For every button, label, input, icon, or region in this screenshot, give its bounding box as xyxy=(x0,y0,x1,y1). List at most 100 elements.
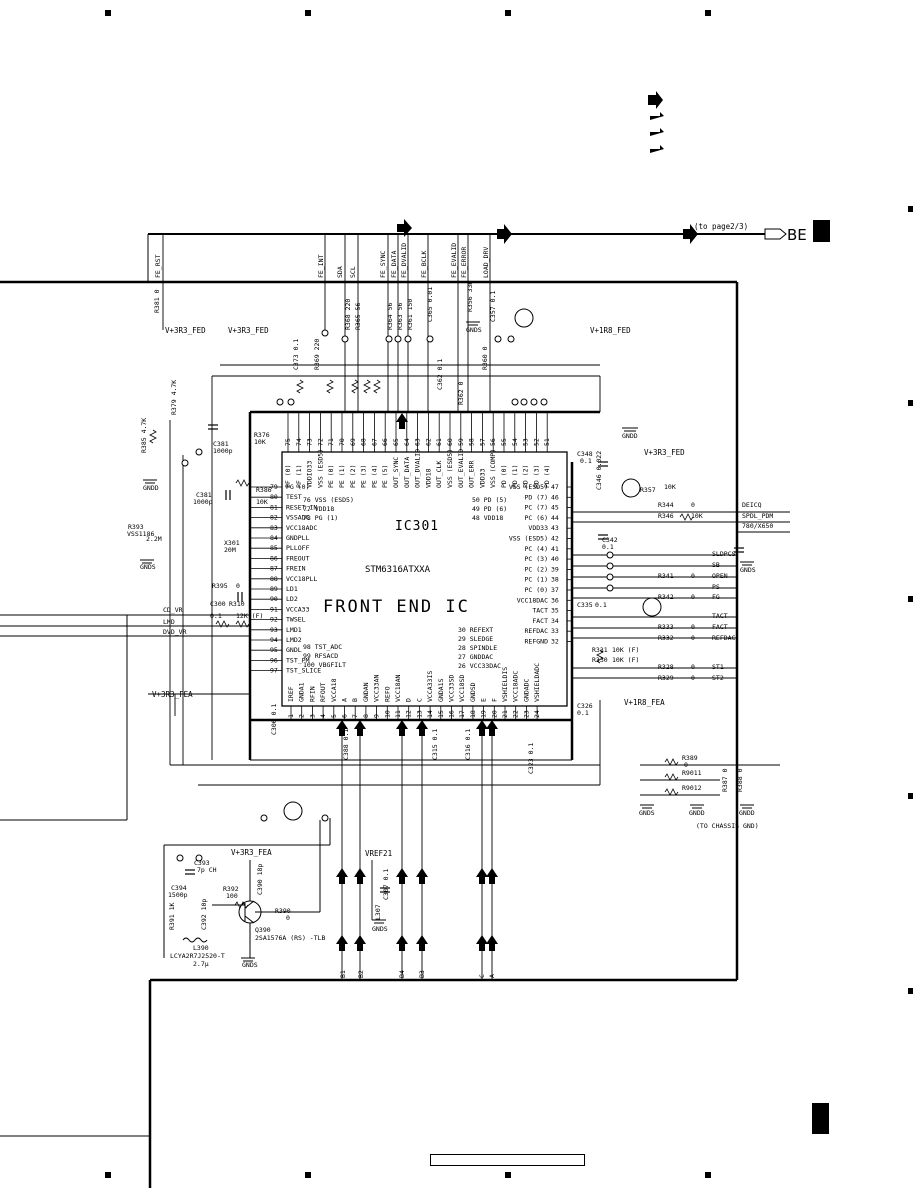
component-label: L307 xyxy=(374,904,382,920)
component-ref: R389 xyxy=(682,754,698,762)
registration-mark xyxy=(705,1172,711,1178)
signal-net: REFDAC xyxy=(712,634,736,642)
left-signal: CD_VR xyxy=(163,606,183,614)
pin-number: 93 xyxy=(270,626,278,634)
pin-label: VCC18AN xyxy=(394,675,402,702)
registration-mark xyxy=(705,10,711,16)
vss-label: VSS1186 xyxy=(127,530,154,538)
component-value: 2.2M xyxy=(146,535,162,543)
pin-number: 97 xyxy=(270,667,278,675)
pin-number: 39 xyxy=(551,565,559,573)
pin-number: 19 xyxy=(480,710,488,718)
schematic-labels: (to page2/3) BE IC301 STM6316ATXXA FRONT… xyxy=(127,222,807,969)
ic-inner-label: 50 PD (5) xyxy=(472,496,507,504)
pin-number: 2 xyxy=(298,714,306,718)
component-value: 20M xyxy=(224,546,236,554)
pin-label: GNDAN xyxy=(362,682,370,702)
signal-net: SPDL_PDM xyxy=(742,512,773,520)
pin-label: RESET_IN xyxy=(286,503,317,511)
pin-number: 45 xyxy=(551,504,559,512)
pin-number: 61 xyxy=(435,438,443,446)
pin-label: VCC18ADC xyxy=(286,524,317,532)
component-label: R385 4.7K xyxy=(140,418,148,453)
pin-number: 86 xyxy=(270,554,278,562)
pin-label: VDD18 xyxy=(424,468,432,488)
pin-number: 15 xyxy=(437,710,445,718)
pin-number: 80 xyxy=(270,493,278,501)
component-value: 0.1 xyxy=(210,612,222,620)
component-label: C307 0.1 xyxy=(382,869,390,900)
left-signal: DVD_VR xyxy=(163,628,187,636)
pin-number: 42 xyxy=(551,535,559,543)
pin-number: 36 xyxy=(551,596,559,604)
pin-number: 8 xyxy=(362,714,370,718)
ic-inner-label: 28 SPINDLE xyxy=(458,644,497,652)
pin-number: 64 xyxy=(403,438,411,446)
bottom-input-lines xyxy=(341,720,493,980)
pin-label: A xyxy=(341,698,349,702)
signal-ref: R329 xyxy=(658,674,674,682)
pin-number: 33 xyxy=(551,627,559,635)
pin-number: 24 xyxy=(533,710,541,718)
ic-inner-label: 30 REFEXT xyxy=(458,626,493,634)
inductor-ref: L390 xyxy=(193,944,209,952)
pin-label: VCCA33 xyxy=(286,605,310,613)
component-value: 0.1 xyxy=(602,543,614,551)
bottom-signal-label: A xyxy=(488,974,496,978)
pin-number: 81 xyxy=(270,503,278,511)
component-ref: R395 xyxy=(212,582,228,590)
component-value: 0.1 xyxy=(577,709,589,717)
ground-label: GNDS xyxy=(639,809,655,817)
page-tab xyxy=(813,220,830,242)
component-value: 1000p xyxy=(213,447,233,455)
pin-label: GNDA1S xyxy=(437,678,445,702)
signal-value: 10K xyxy=(691,512,703,520)
pin-number: 34 xyxy=(551,617,559,625)
signal-ref: R328 xyxy=(658,663,674,671)
pin-label: REFGND xyxy=(525,638,549,646)
pin-label: PE (4) xyxy=(370,465,378,488)
right-signal-lines xyxy=(572,511,790,796)
top-bus xyxy=(148,228,787,240)
registration-mark xyxy=(505,1172,511,1178)
pin-number: 84 xyxy=(270,534,278,542)
top-signal-label: SDA xyxy=(336,266,344,278)
pin-number: 70 xyxy=(338,438,346,446)
pin-number: 66 xyxy=(381,438,389,446)
pin-label: GNDA1 xyxy=(298,682,306,702)
pin-label: VSHIELDADC xyxy=(533,663,541,702)
component-label: R391 1K xyxy=(168,903,176,930)
component-ref: X301 xyxy=(224,539,240,547)
pin-label: OUT_DVALID xyxy=(414,449,422,488)
ic301-body xyxy=(248,410,600,761)
component-value: 10K xyxy=(254,438,266,446)
pin-label: PE (5) xyxy=(381,465,389,488)
component-label: C365 0.01 xyxy=(426,287,434,322)
signal-net: ST1 xyxy=(712,663,724,671)
component-label: R360 0 xyxy=(481,346,489,370)
component-ref: C300 xyxy=(210,600,226,608)
pin-label: PE (1) xyxy=(338,465,346,488)
pin-number: 68 xyxy=(360,438,368,446)
component-ref: R393 xyxy=(128,523,144,531)
pin-label: TACT xyxy=(532,607,548,615)
pin-label: FACT xyxy=(532,617,548,625)
top-signal-label: FE_SYNC xyxy=(379,251,387,278)
pin-label: GNDL xyxy=(286,646,302,654)
pin-number: 13 xyxy=(415,710,423,718)
pin-number: 74 xyxy=(295,438,303,446)
pin-label: VDDIO33 xyxy=(306,461,314,488)
registration-mark xyxy=(105,10,111,16)
top-signal-label: FE_EVALID xyxy=(450,243,458,278)
pin-number: 4 xyxy=(319,714,327,718)
pin-label: PC (0) xyxy=(525,586,548,594)
bottom-signal-label: B1 xyxy=(339,970,347,978)
pin-number: 23 xyxy=(522,710,530,718)
pin-label: RFIN xyxy=(308,686,316,702)
component-value: 0 xyxy=(684,761,688,769)
pin-label: B xyxy=(351,698,359,702)
pin-label: PC (7) xyxy=(525,504,548,512)
ic-name: FRONT END IC xyxy=(323,597,470,617)
